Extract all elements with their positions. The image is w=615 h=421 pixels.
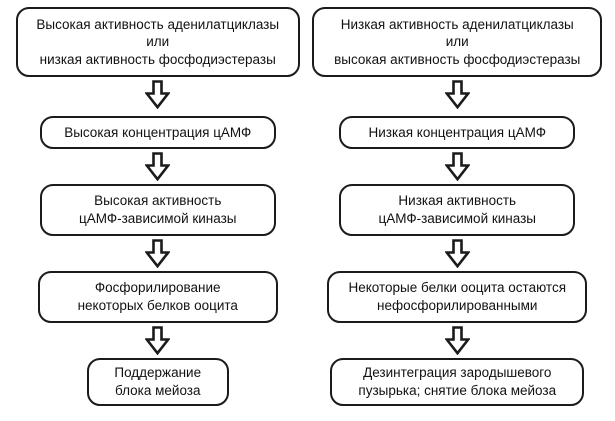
down-arrow-icon xyxy=(145,152,171,181)
down-arrow-icon xyxy=(444,239,470,268)
flowchart-column-left: Высокая активность аденилатциклазы или н… xyxy=(8,7,308,415)
flow-node-right-3: Низкая активность цАМФ-зависимой киназы xyxy=(339,184,576,236)
flow-node-left-5: Поддержание блока мейоза xyxy=(86,358,229,406)
flow-node-left-2: Высокая концентрация цАМФ xyxy=(39,116,276,149)
flow-node-left-1: Высокая активность аденилатциклазы или н… xyxy=(15,7,300,77)
flow-node-right-5: Дезинтеграция зародышевого пузырька; сня… xyxy=(330,358,585,406)
down-arrow-icon xyxy=(444,326,470,355)
flow-node-right-2: Низкая концентрация цАМФ xyxy=(339,116,576,149)
flow-node-right-1: Низкая активность аденилатциклазы или вы… xyxy=(312,7,603,77)
down-arrow-icon xyxy=(145,239,171,268)
down-arrow-icon xyxy=(444,80,470,109)
flow-node-right-4: Некоторые белки ооцита остаются нефосфор… xyxy=(327,271,588,323)
down-arrow-icon xyxy=(145,80,171,109)
flowchart-column-right: Низкая активность аденилатциклазы или вы… xyxy=(308,7,608,415)
flow-node-left-3: Высокая активность цАМФ-зависимой киназы xyxy=(39,184,276,236)
flow-node-left-4: Фосфорилирование некоторых белков ооцита xyxy=(37,271,278,323)
down-arrow-icon xyxy=(145,326,171,355)
down-arrow-icon xyxy=(444,152,470,181)
